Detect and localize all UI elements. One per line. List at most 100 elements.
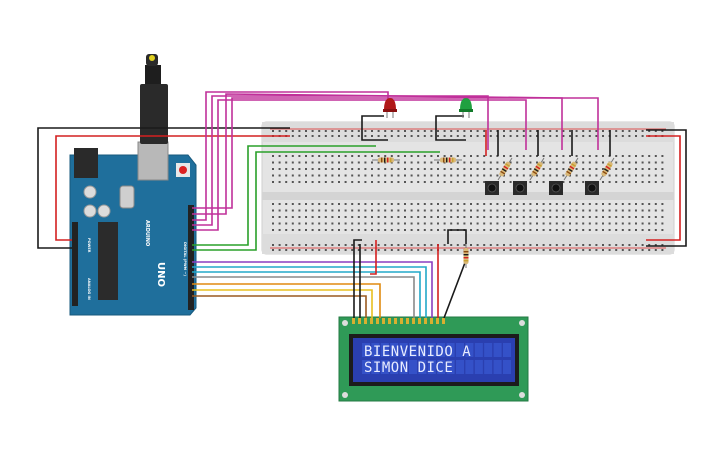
bb-hole — [635, 244, 637, 246]
board-label-brand: ARDUINO — [144, 220, 150, 246]
bb-hole — [661, 229, 664, 231]
bb-hole — [476, 209, 479, 212]
push-button[interactable] — [485, 181, 499, 195]
wire-magenta-5 — [192, 97, 599, 209]
bb-hole — [331, 168, 334, 170]
bb-hole — [602, 135, 604, 137]
bb-hole — [305, 130, 307, 132]
bb-hole — [430, 249, 433, 251]
resistor[interactable] — [434, 157, 462, 163]
bb-hole — [377, 222, 380, 225]
resistor[interactable] — [529, 157, 545, 181]
bb-hole — [516, 161, 519, 164]
bb-hole — [509, 249, 512, 251]
bb-hole — [338, 249, 340, 251]
lcd-module[interactable]: BIENVENIDO A SIMON DICE — [338, 316, 529, 402]
wire-green-led — [192, 145, 376, 246]
bb-hole — [338, 130, 340, 132]
lcd-pin — [388, 318, 391, 324]
bb-hole — [331, 174, 334, 177]
bb-hole — [390, 174, 393, 177]
bb-hole — [298, 244, 301, 246]
bb-hole — [371, 249, 373, 251]
bb-hole — [291, 174, 294, 177]
bb-hole — [648, 181, 651, 183]
bb-hole — [456, 174, 459, 177]
bb-hole — [602, 216, 604, 218]
bb-hole — [555, 135, 558, 137]
bb-hole — [305, 222, 307, 225]
lcd-cell — [362, 360, 370, 374]
bb-hole — [628, 181, 631, 183]
bb-hole — [595, 203, 598, 205]
lcd-cell — [446, 343, 455, 357]
bb-hole — [542, 222, 545, 225]
bb-hole — [470, 209, 472, 212]
lcd-pin — [400, 318, 403, 324]
bb-hole — [357, 209, 360, 212]
bb-hole — [503, 249, 505, 251]
bb-hole — [463, 130, 466, 132]
bb-hole — [562, 174, 565, 177]
bb-hole — [285, 181, 288, 183]
resistor[interactable] — [497, 157, 513, 181]
bb-hole — [529, 229, 532, 231]
bb-hole — [628, 203, 631, 205]
arduino-uno-board[interactable]: UNO ARDUINO DIGITAL (PWM ~) ANALOG IN PO… — [69, 141, 197, 316]
bb-hole — [582, 249, 585, 251]
bb-hole — [529, 130, 532, 132]
bb-hole — [298, 249, 301, 251]
bb-hole — [483, 181, 486, 183]
bb-hole — [562, 135, 565, 137]
bb-hole — [371, 168, 373, 170]
led-green[interactable] — [459, 98, 473, 118]
bb-hole — [371, 244, 373, 246]
bb-hole — [278, 244, 281, 246]
bb-hole — [371, 135, 373, 137]
bb-hole — [285, 130, 288, 132]
bb-hole — [615, 209, 618, 212]
bb-hole — [371, 222, 373, 225]
lcd-cell — [380, 343, 389, 357]
bb-hole — [344, 216, 347, 218]
bb-hole — [430, 209, 433, 212]
resistor[interactable] — [599, 157, 615, 181]
bb-hole — [272, 155, 274, 157]
bb-hole — [641, 130, 644, 132]
bb-hole — [404, 155, 406, 157]
bb-hole — [404, 244, 406, 246]
bb-hole — [384, 135, 387, 137]
resistor[interactable] — [463, 244, 469, 268]
push-button[interactable] — [549, 181, 563, 195]
bb-hole — [496, 222, 499, 225]
bb-hole — [503, 222, 505, 225]
bb-hole — [575, 209, 578, 212]
resistor[interactable] — [563, 157, 579, 181]
bb-hole — [529, 161, 532, 164]
bb-hole — [437, 181, 439, 183]
bb-hole — [404, 249, 406, 251]
bb-hole — [483, 222, 486, 225]
resistor[interactable] — [372, 157, 400, 163]
breadboard[interactable] — [261, 121, 675, 255]
lcd-pin — [364, 318, 367, 324]
bb-hole — [628, 222, 631, 225]
bb-hole — [357, 244, 360, 246]
bb-hole — [602, 130, 604, 132]
bb-hole — [542, 135, 545, 137]
bb-hole — [272, 244, 274, 246]
led-red[interactable] — [383, 98, 397, 118]
push-button[interactable] — [585, 181, 599, 195]
bb-hole — [298, 135, 301, 137]
bb-hole — [272, 203, 274, 205]
bb-hole — [410, 130, 413, 132]
bb-hole — [562, 130, 565, 132]
bb-hole — [351, 209, 354, 212]
bb-hole — [357, 174, 360, 177]
resistors — [372, 157, 615, 268]
bb-hole — [463, 203, 466, 205]
bb-hole — [496, 168, 499, 170]
bb-hole — [298, 161, 301, 164]
push-button[interactable] — [513, 181, 527, 195]
bb-hole — [489, 135, 492, 137]
